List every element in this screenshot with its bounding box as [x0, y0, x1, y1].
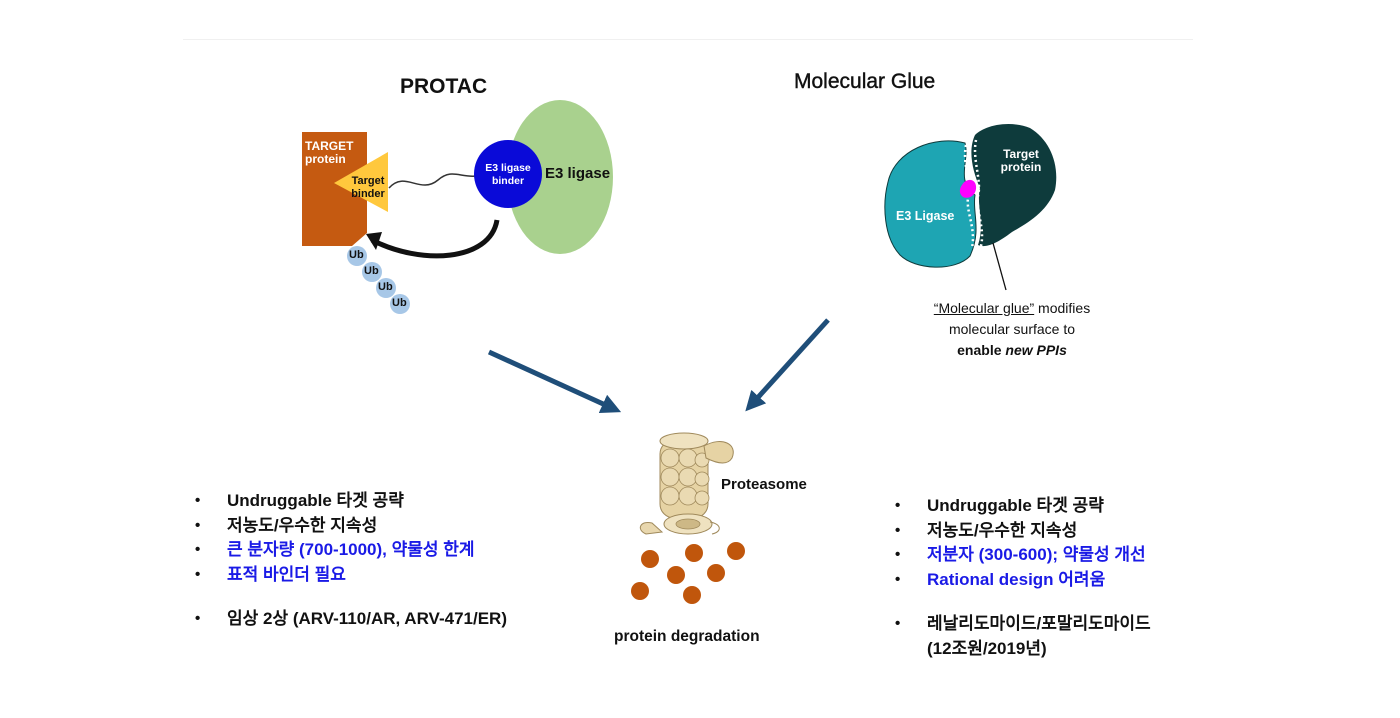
glue-note-line2: molecular surface to	[948, 321, 1076, 337]
molecular-glue-title: Molecular Glue	[794, 70, 936, 93]
protein-degradation-label: protein degradation	[614, 628, 760, 645]
protac-feature-item: 표적 바인더 필요	[195, 563, 507, 588]
glue-note-underlined: “Molecular glue”	[933, 300, 1035, 316]
fragment-6	[631, 582, 649, 600]
protac-feature-list: Undruggable 타겟 공략 저농도/우수한 지속성 큰 분자량 (700…	[195, 489, 507, 632]
glue-e3-ligase-label: E3 Ligase	[896, 209, 955, 223]
glue-pointer-line	[992, 242, 1007, 291]
ub-label-1: Ub	[349, 249, 364, 261]
glue-to-proteasome-arrow	[745, 318, 830, 412]
protac-e3-binder-label: E3 ligase binder	[485, 162, 531, 187]
protac-to-proteasome-arrow	[487, 349, 622, 413]
ub-label-2: Ub	[364, 265, 379, 277]
protac-target-protein-shape	[302, 132, 367, 246]
ub-label-4: Ub	[392, 297, 407, 309]
ub-1	[347, 246, 367, 266]
protac-ub-arrow	[370, 219, 500, 259]
protac-ub-arrowhead	[366, 232, 382, 250]
fragment-3	[727, 542, 745, 560]
protac-feature-item: 임상 2상 (ARV-110/AR, ARV-471/ER)	[195, 607, 507, 632]
glue-interface-dots-2	[973, 139, 984, 247]
protac-e3-ligase-shape	[507, 100, 613, 254]
glue-note: “Molecular glue” modifies molecular surf…	[912, 298, 1112, 361]
fragment-1	[641, 550, 659, 568]
fragment-2	[685, 544, 703, 562]
glue-feature-item: Undruggable 타겟 공략	[895, 494, 1151, 519]
glue-feature-item: 레날리도마이드/포말리도마이드	[895, 612, 1151, 637]
protac-feature-item: Undruggable 타겟 공략	[195, 489, 507, 514]
protac-target-binder-label: Target binder	[351, 175, 385, 200]
glue-feature-item: Rational design 어려움	[895, 568, 1151, 593]
glue-note-rest: modifies	[1034, 300, 1091, 316]
glue-feature-item: 저농도/우수한 지속성	[895, 519, 1151, 544]
glue-feature-item: 저분자 (300-600); 약물성 개선	[895, 543, 1151, 568]
protac-feature-item: 큰 분자량 (700-1000), 약물성 한계	[195, 538, 507, 563]
ub-3	[376, 278, 396, 298]
protac-feature-item: 저농도/우수한 지속성	[195, 514, 507, 539]
protac-title: PROTAC	[400, 75, 488, 98]
protac-target-binder-shape	[334, 152, 388, 212]
glue-note-italic: new PPIs	[1005, 342, 1067, 358]
fragment-7	[683, 586, 701, 604]
fragment-5	[707, 564, 725, 582]
glue-note-bold: enable	[957, 342, 1006, 358]
fragment-4	[667, 566, 685, 584]
glue-feature-list: Undruggable 타겟 공략 저농도/우수한 지속성 저분자 (300-6…	[895, 494, 1151, 661]
protac-e3-ligase-label: E3 ligase	[545, 165, 611, 182]
glue-e3-ligase-shape	[884, 140, 977, 268]
protac-e3-binder-shape	[474, 140, 542, 208]
glue-interface-dots	[963, 144, 975, 249]
proteasome-shape	[639, 432, 734, 535]
protac-linker	[388, 173, 478, 189]
protac-target-protein-label: TARGET protein	[305, 139, 354, 166]
ub-label-3: Ub	[378, 281, 393, 293]
ub-4	[390, 294, 410, 314]
top-divider	[183, 39, 1193, 40]
proteasome-label: Proteasome	[721, 476, 807, 493]
glue-molecule-shape	[959, 179, 977, 198]
glue-target-protein-shape	[971, 124, 1057, 247]
ub-2	[362, 262, 382, 282]
glue-target-protein-label: Target protein	[1000, 147, 1042, 174]
glue-feature-item-continued: (12조원/2019년)	[927, 638, 1047, 658]
